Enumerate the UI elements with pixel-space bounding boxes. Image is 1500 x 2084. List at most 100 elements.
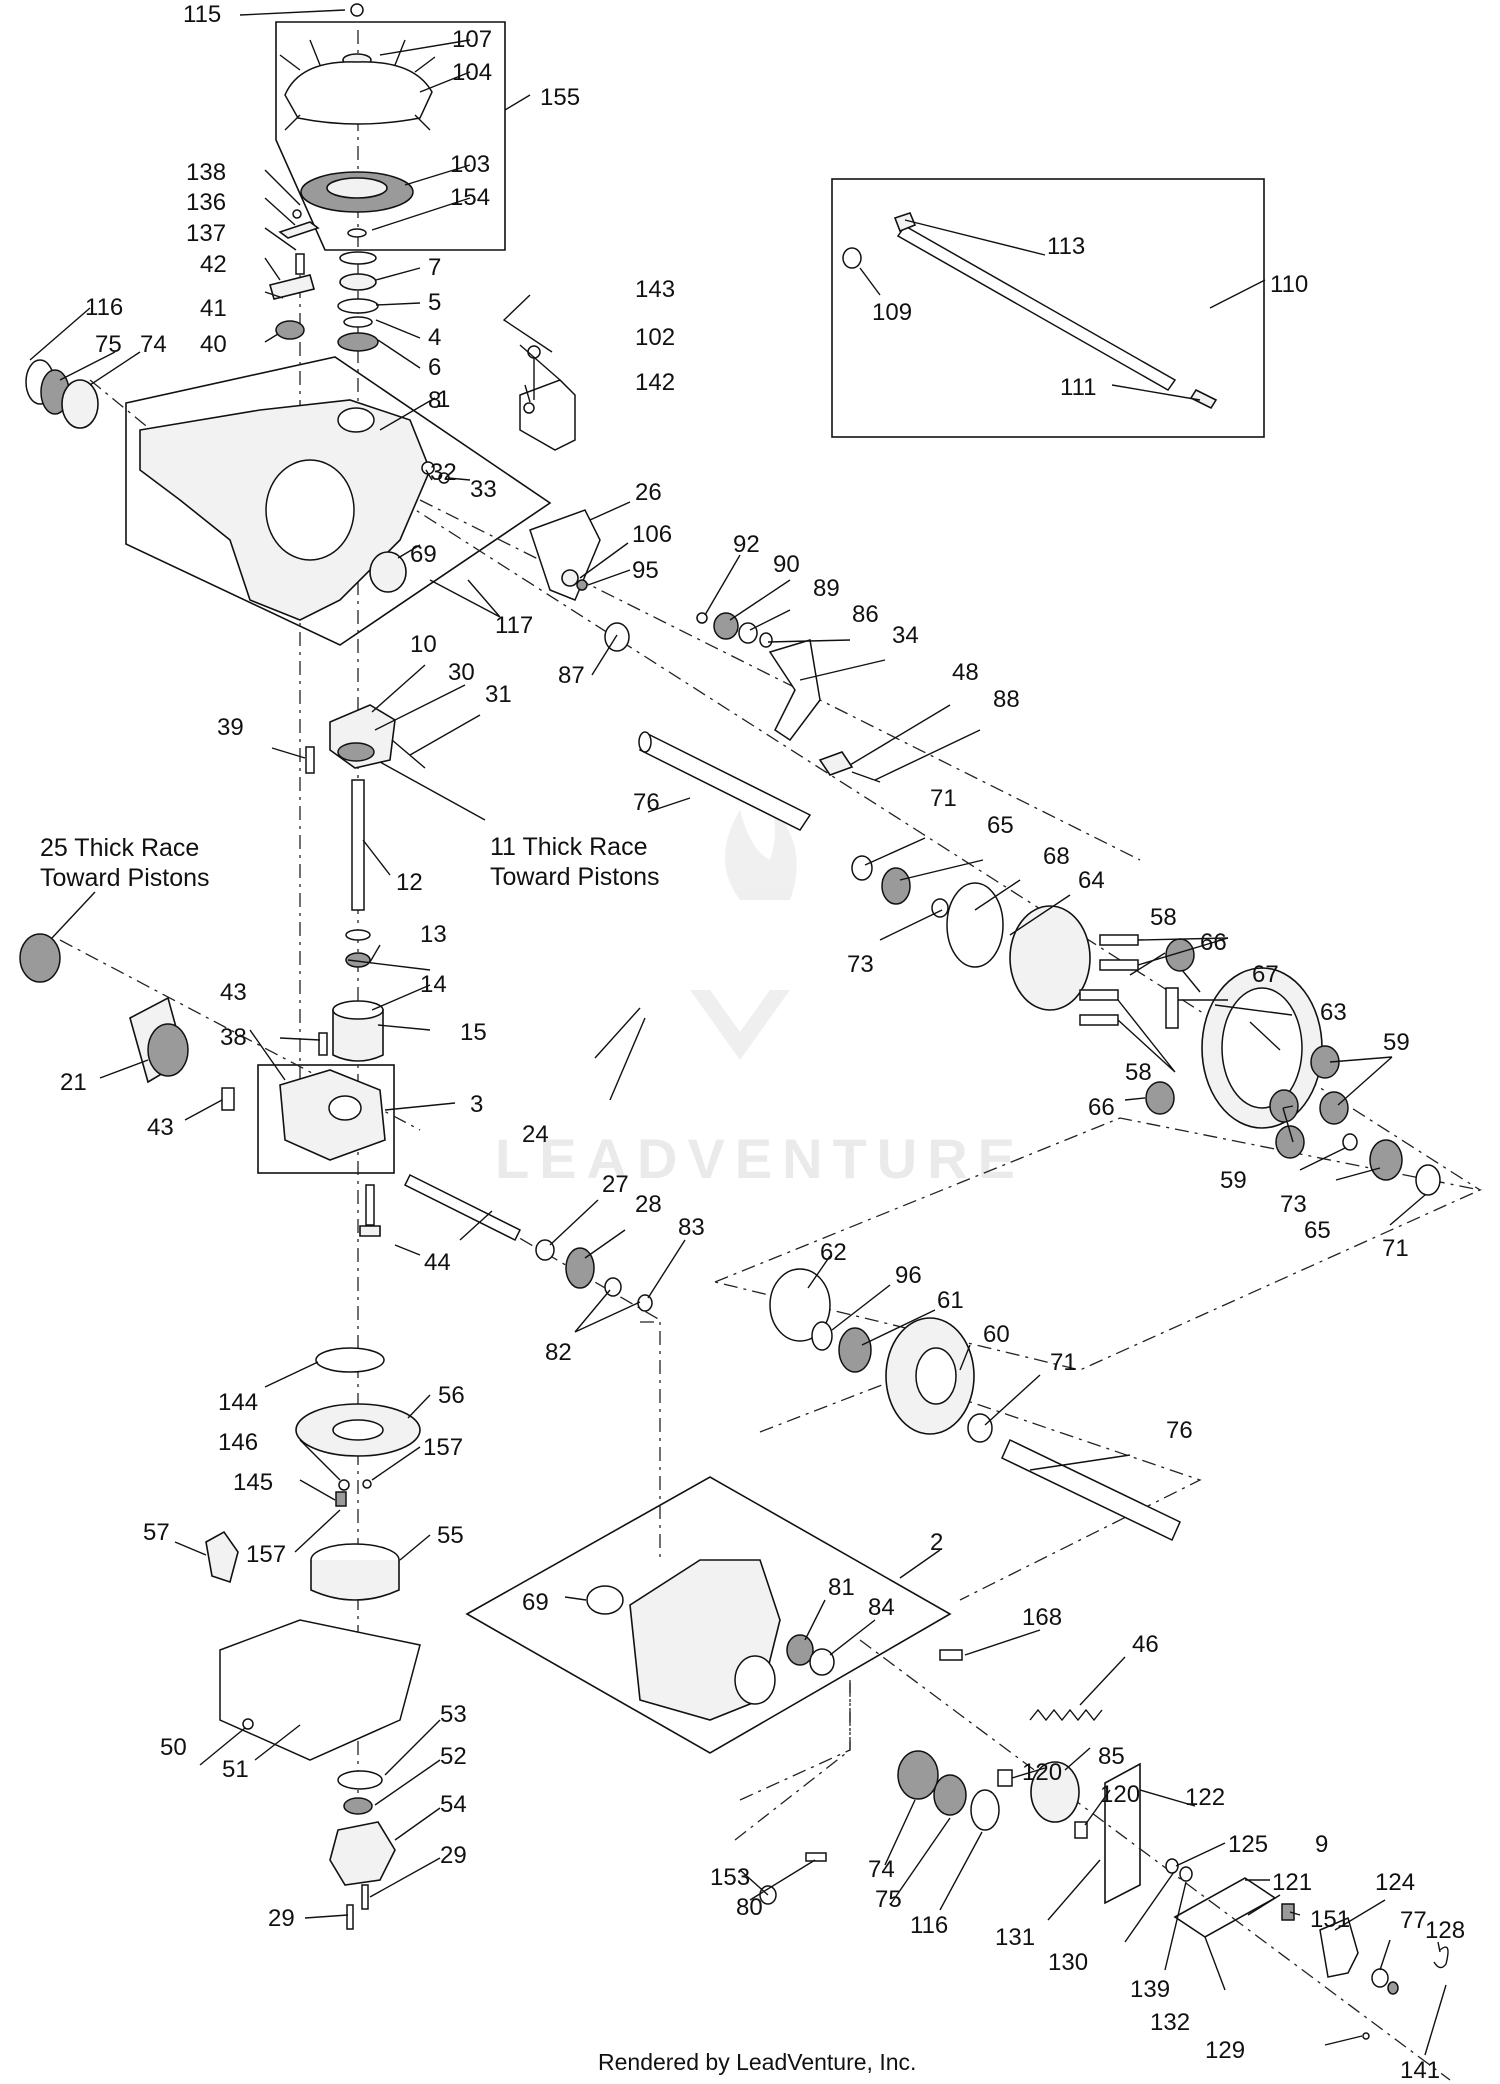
callout-43-top: 43	[220, 979, 247, 1006]
callout-3: 3	[470, 1091, 483, 1118]
callout-64: 64	[1078, 867, 1105, 894]
group-box-2	[465, 1476, 952, 1754]
callout-96: 96	[895, 1262, 922, 1289]
callout-92: 92	[733, 531, 760, 558]
callout-29-lower: 29	[268, 1905, 295, 1932]
callout-67: 67	[1252, 961, 1279, 988]
callout-7: 7	[428, 254, 441, 281]
callout-52: 52	[440, 1743, 467, 1770]
part-21-cylinder	[19, 933, 189, 1084]
callout-32: 32	[430, 459, 457, 486]
callout-120-top: 120	[1022, 1759, 1062, 1786]
callout-89: 89	[813, 575, 840, 602]
callout-56: 56	[438, 1382, 465, 1409]
callout-120-bottom: 120	[1100, 1781, 1140, 1808]
callout-4: 4	[428, 324, 441, 351]
callout-102: 102	[635, 324, 675, 351]
part-left-seals	[25, 359, 99, 429]
callout-124: 124	[1375, 1869, 1415, 1896]
callout-142: 142	[635, 369, 675, 396]
callout-151: 151	[1310, 1906, 1350, 1933]
callout-106: 106	[632, 521, 672, 548]
watermark: LEADVENTURE	[495, 805, 1015, 1190]
callout-51: 51	[222, 1756, 249, 1783]
callout-90: 90	[773, 551, 800, 578]
part-1-housing	[139, 399, 450, 621]
callout-54: 54	[440, 1791, 467, 1818]
callout-42: 42	[200, 251, 227, 278]
part-76-axle-upper	[638, 731, 812, 831]
callout-71-lower: 71	[1050, 1349, 1077, 1376]
callout-34: 34	[892, 622, 919, 649]
callout-95: 95	[632, 557, 659, 584]
part-56-plate-stack	[205, 1347, 421, 1601]
callout-26: 26	[635, 479, 662, 506]
callout-122: 122	[1185, 1784, 1225, 1811]
part-3-center-section	[221, 1032, 386, 1237]
callout-83: 83	[678, 1214, 705, 1241]
callout-53: 53	[440, 1701, 467, 1728]
callout-2: 2	[930, 1529, 943, 1556]
group-box-3	[257, 1064, 395, 1174]
callout-60: 60	[983, 1321, 1010, 1348]
callout-30: 30	[448, 659, 475, 686]
leader-lines	[29, 9, 1447, 2056]
callout-65-bottom: 65	[1304, 1217, 1331, 1244]
note-25-thick-race: 25 Thick Race Toward Pistons	[40, 834, 210, 939]
callout-62: 62	[820, 1239, 847, 1266]
callout-71-top: 71	[930, 785, 957, 812]
callout-116-lower: 116	[910, 1912, 948, 1939]
callout-82: 82	[545, 1339, 572, 1366]
callout-12: 12	[396, 869, 423, 896]
callout-110: 110	[1270, 271, 1308, 298]
callout-1: 1	[437, 386, 450, 413]
callout-143: 143	[635, 276, 675, 303]
note-25-line2: Toward Pistons	[40, 864, 210, 892]
callout-38: 38	[220, 1024, 247, 1051]
callout-153: 153	[710, 1864, 750, 1891]
callout-139: 139	[1130, 1976, 1170, 2003]
callout-8: 8	[428, 387, 441, 414]
callout-155: 155	[540, 84, 580, 111]
callout-144: 144	[218, 1389, 258, 1416]
callout-117: 117	[495, 612, 533, 639]
group-box-110	[831, 178, 1265, 438]
callout-59-left: 59	[1220, 1167, 1247, 1194]
callout-66-top: 66	[1200, 929, 1227, 956]
callout-50: 50	[160, 1734, 187, 1761]
callout-157-left: 157	[246, 1541, 286, 1568]
part-46-spring	[939, 1649, 1103, 1722]
callout-61: 61	[937, 1287, 964, 1314]
callout-80: 80	[736, 1894, 763, 1921]
callout-6: 6	[428, 354, 441, 381]
callout-14: 14	[420, 971, 447, 998]
callout-71-bottom: 71	[1382, 1235, 1409, 1262]
callout-31: 31	[485, 681, 512, 708]
group-box-155	[275, 21, 506, 251]
callout-48: 48	[952, 659, 979, 686]
callout-59-right: 59	[1383, 1029, 1410, 1056]
callout-74-lower: 74	[868, 1856, 895, 1883]
callout-115: 115	[183, 1, 221, 28]
callout-145: 145	[233, 1469, 273, 1496]
callout-131: 131	[995, 1924, 1035, 1951]
callout-57: 57	[143, 1519, 170, 1546]
part-right-axle-end	[897, 1750, 1449, 2040]
callout-27: 27	[602, 1171, 629, 1198]
part-lower-gear-group	[769, 1268, 1181, 1542]
callout-109: 109	[872, 299, 912, 326]
part-10-swashplate	[305, 704, 426, 774]
callout-132: 132	[1150, 2009, 1190, 2036]
callout-66-bottom: 66	[1088, 1094, 1115, 1121]
callout-40: 40	[200, 331, 227, 358]
callout-33: 33	[470, 476, 497, 503]
callout-15: 15	[460, 1019, 487, 1046]
callout-69-lower: 69	[522, 1589, 549, 1616]
callout-85: 85	[1098, 1743, 1125, 1770]
callout-39: 39	[217, 714, 244, 741]
callout-5: 5	[428, 289, 441, 316]
callout-154: 154	[450, 184, 490, 211]
callout-73-top: 73	[847, 951, 874, 978]
callout-81: 81	[828, 1574, 855, 1601]
